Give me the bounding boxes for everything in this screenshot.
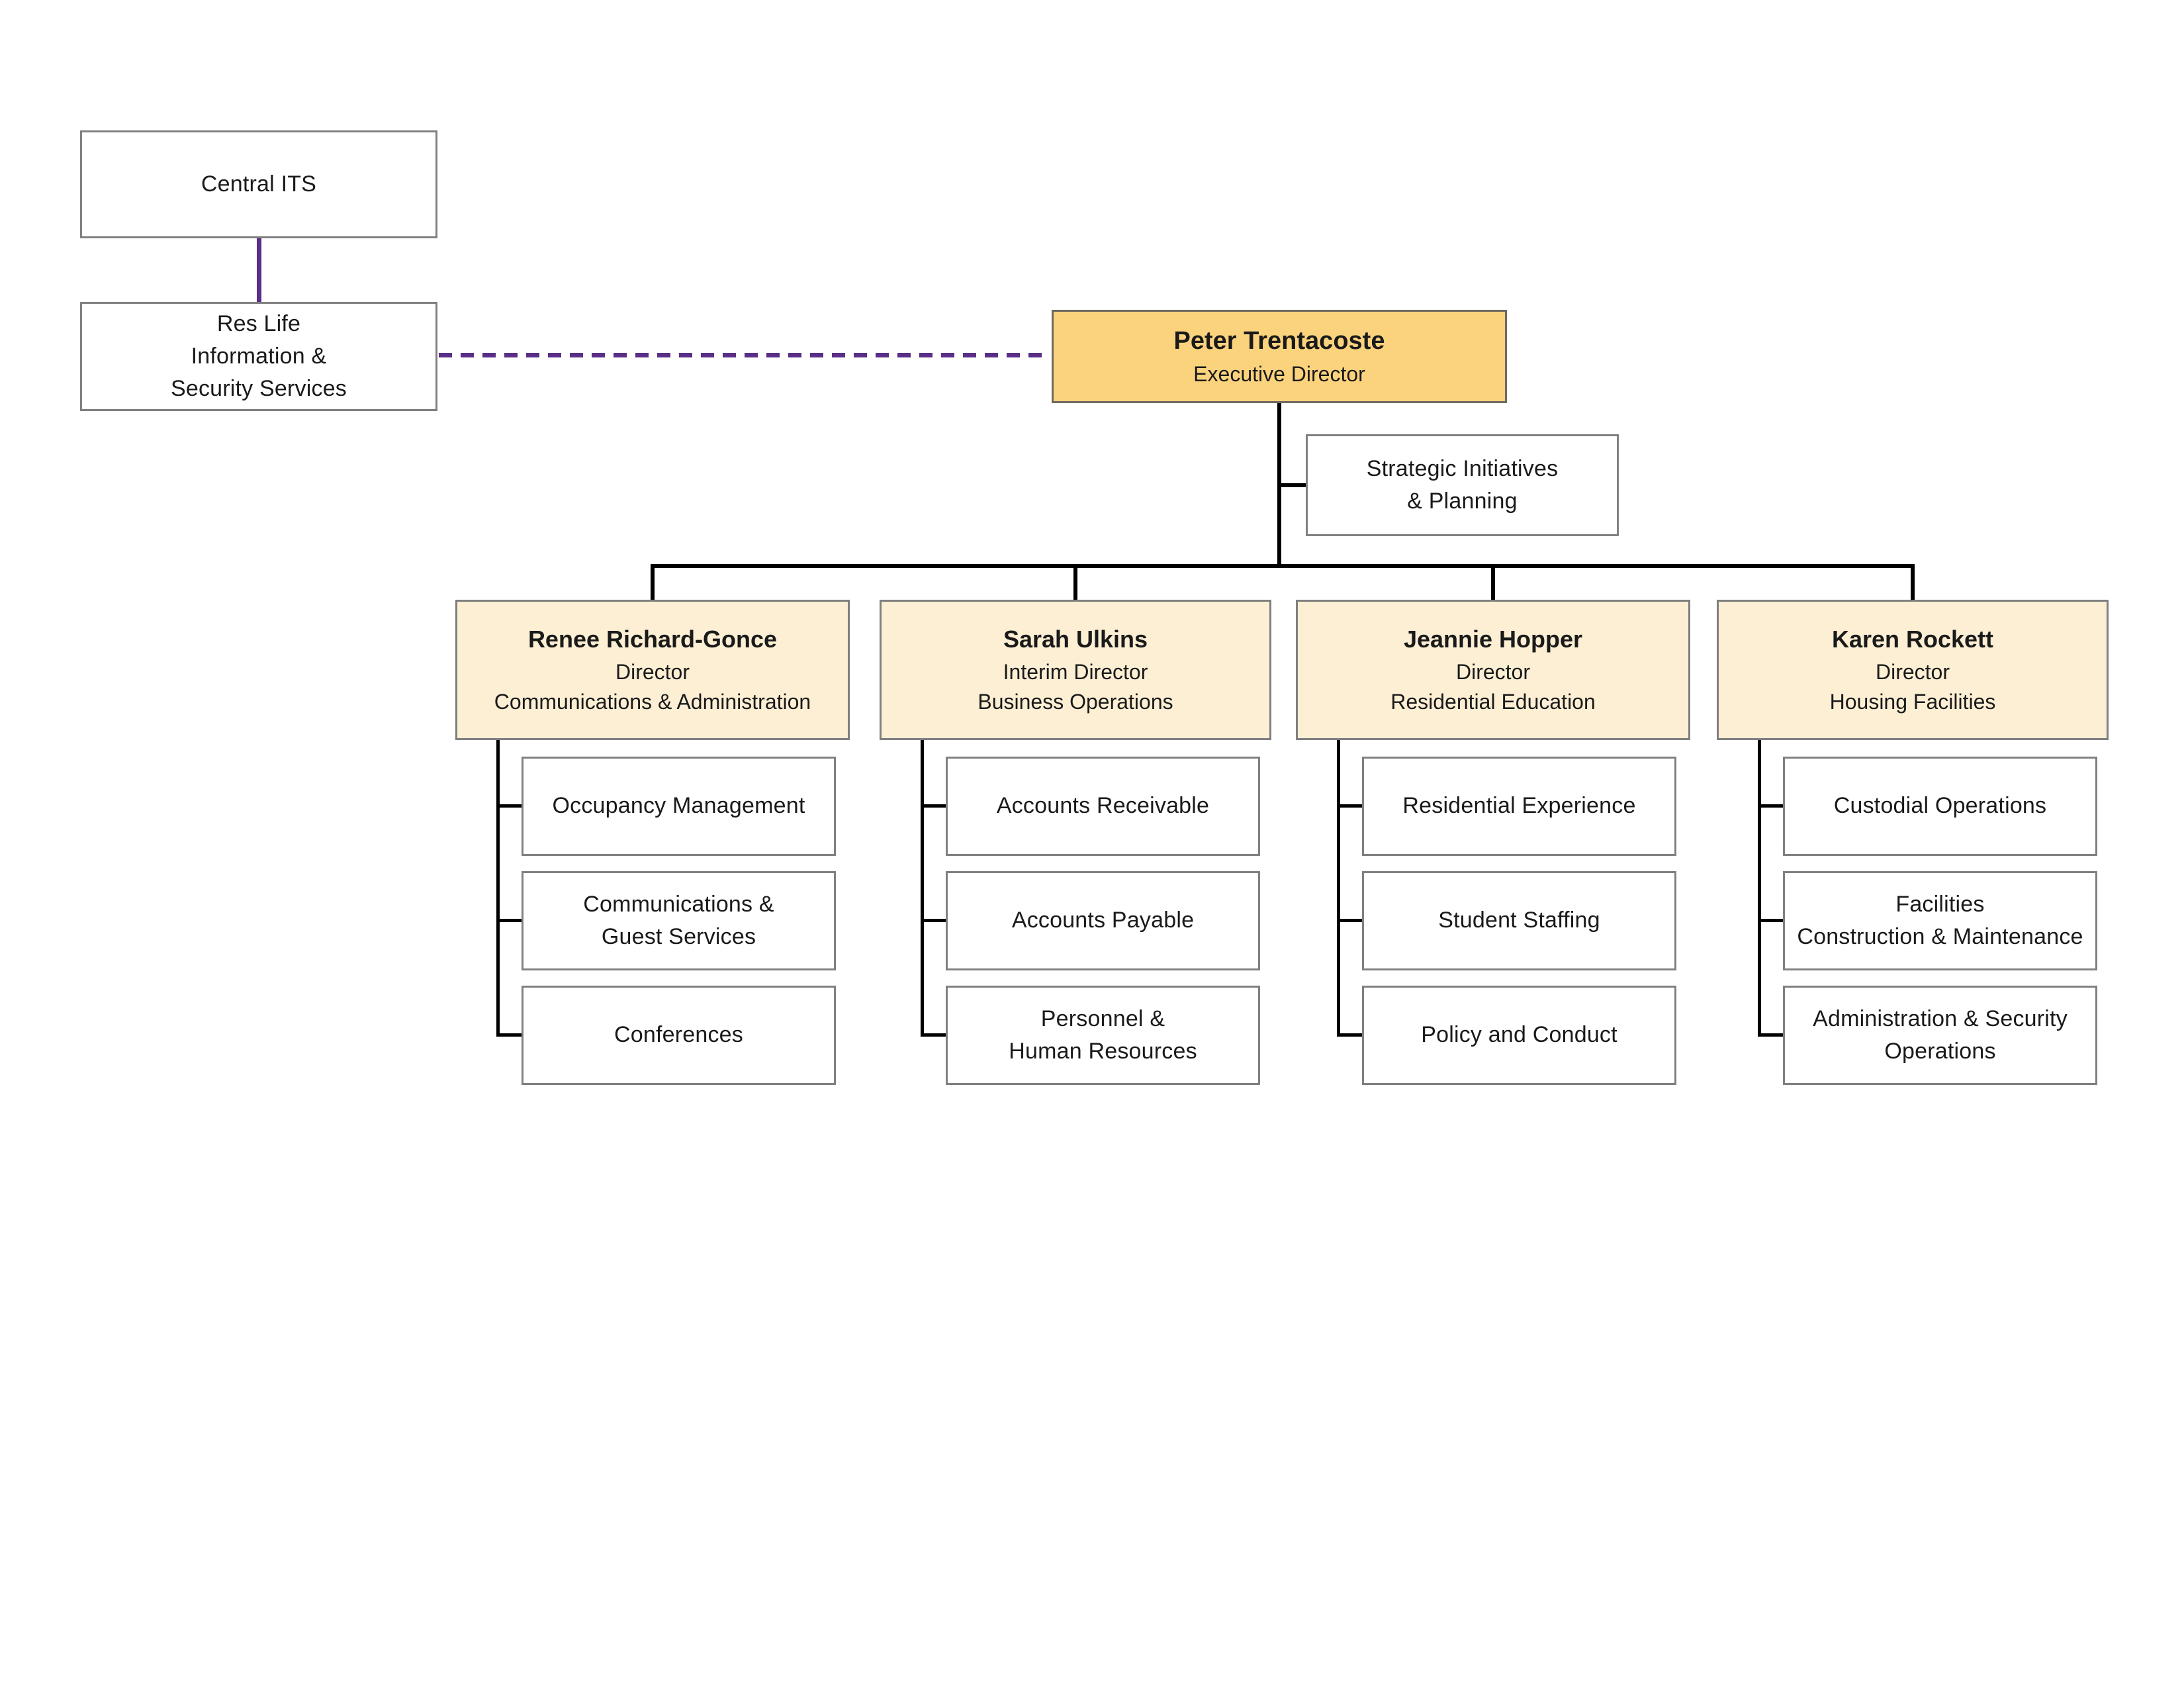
node-unit-administration-security-operations: Administration & Security Operations: [1783, 986, 2097, 1085]
director-dept: Housing Facilities: [1829, 690, 1996, 714]
unit-label: Custodial Operations: [1833, 793, 2047, 819]
connector-units-vertical-2: [921, 740, 924, 1037]
node-unit-conferences: Conferences: [522, 986, 836, 1085]
connector-unit-stub: [1758, 804, 1783, 808]
node-unit-student-staffing: Student Staffing: [1362, 871, 1676, 970]
node-unit-communications-guest-services: Communications & Guest Services: [522, 871, 836, 970]
connector-units-vertical-3: [1337, 740, 1340, 1037]
unit-label: Accounts Receivable: [996, 793, 1210, 819]
connector-strategic-stub: [1280, 483, 1306, 487]
director-name: Renee Richard-Gonce: [527, 626, 778, 653]
director-dept: Business Operations: [978, 690, 1173, 714]
executive-title: Executive Director: [1193, 362, 1365, 387]
node-unit-facilities-construction-maintenance: Facilities Construction & Maintenance: [1783, 871, 2097, 970]
connector-unit-stub: [921, 804, 946, 808]
connector-executive-vertical: [1277, 403, 1281, 566]
director-title: Director: [1875, 659, 1950, 684]
node-unit-custodial-operations: Custodial Operations: [1783, 757, 2097, 856]
connector-director-bus: [651, 564, 1915, 568]
director-dept: Residential Education: [1390, 690, 1596, 714]
unit-label: Policy and Conduct: [1421, 1022, 1617, 1048]
connector-unit-stub: [1337, 1033, 1362, 1037]
node-director-business-operations: Sarah Ulkins Interim Director Business O…: [880, 600, 1271, 740]
node-res-life-info-security: Res Life Information & Security Services: [80, 302, 437, 411]
node-unit-accounts-payable: Accounts Payable: [946, 871, 1260, 970]
director-name: Karen Rockett: [1831, 626, 1994, 653]
node-unit-personnel-human-resources: Personnel & Human Resources: [946, 986, 1260, 1085]
node-director-residential-education: Jeannie Hopper Director Residential Educ…: [1296, 600, 1690, 740]
connector-unit-stub: [496, 1033, 522, 1037]
unit-label: Residential Experience: [1402, 793, 1636, 819]
director-name: Jeannie Hopper: [1403, 626, 1583, 653]
director-title: Director: [1455, 659, 1530, 684]
connector-drop-director-2: [1073, 564, 1077, 600]
connector-unit-stub: [1337, 919, 1362, 922]
executive-name: Peter Trentacoste: [1173, 327, 1385, 355]
node-director-communications-administration: Renee Richard-Gonce Director Communicati…: [455, 600, 850, 740]
connector-dashed-res-life-to-executive: [439, 353, 1050, 357]
strategic-initiatives-label: Strategic Initiatives & Planning: [1366, 455, 1559, 514]
connector-unit-stub: [1758, 919, 1783, 922]
director-title: Director: [615, 659, 690, 684]
node-director-housing-facilities: Karen Rockett Director Housing Facilitie…: [1717, 600, 2109, 740]
connector-unit-stub: [496, 804, 522, 808]
node-executive-director: Peter Trentacoste Executive Director: [1052, 310, 1507, 403]
connector-drop-director-3: [1491, 564, 1495, 600]
director-dept: Communications & Administration: [494, 690, 811, 714]
unit-label: Conferences: [614, 1022, 743, 1048]
connector-units-vertical-4: [1758, 740, 1761, 1037]
unit-label: Facilities Construction & Maintenance: [1797, 891, 2083, 949]
unit-label: Student Staffing: [1438, 908, 1600, 933]
unit-label: Personnel & Human Resources: [1009, 1006, 1197, 1064]
unit-label: Accounts Payable: [1011, 908, 1195, 933]
res-life-label: Res Life Information & Security Services: [170, 310, 347, 402]
unit-label: Administration & Security Operations: [1813, 1006, 2068, 1064]
node-unit-accounts-receivable: Accounts Receivable: [946, 757, 1260, 856]
unit-label: Occupancy Management: [552, 793, 805, 819]
connector-drop-director-4: [1911, 564, 1915, 600]
connector-unit-stub: [921, 919, 946, 922]
unit-label: Communications & Guest Services: [583, 891, 774, 949]
director-title: Interim Director: [1003, 659, 1148, 684]
connector-drop-director-1: [651, 564, 655, 600]
connector-central-its-to-res-life: [257, 238, 261, 302]
node-unit-residential-experience: Residential Experience: [1362, 757, 1676, 856]
connector-unit-stub: [1337, 804, 1362, 808]
connector-unit-stub: [921, 1033, 946, 1037]
node-unit-policy-and-conduct: Policy and Conduct: [1362, 986, 1676, 1085]
director-name: Sarah Ulkins: [1003, 626, 1148, 653]
connector-units-vertical-1: [496, 740, 500, 1037]
connector-unit-stub: [1758, 1033, 1783, 1037]
node-strategic-initiatives: Strategic Initiatives & Planning: [1306, 434, 1619, 536]
node-unit-occupancy-management: Occupancy Management: [522, 757, 836, 856]
connector-unit-stub: [496, 919, 522, 922]
central-its-label: Central ITS: [201, 171, 317, 197]
node-central-its: Central ITS: [80, 130, 437, 238]
